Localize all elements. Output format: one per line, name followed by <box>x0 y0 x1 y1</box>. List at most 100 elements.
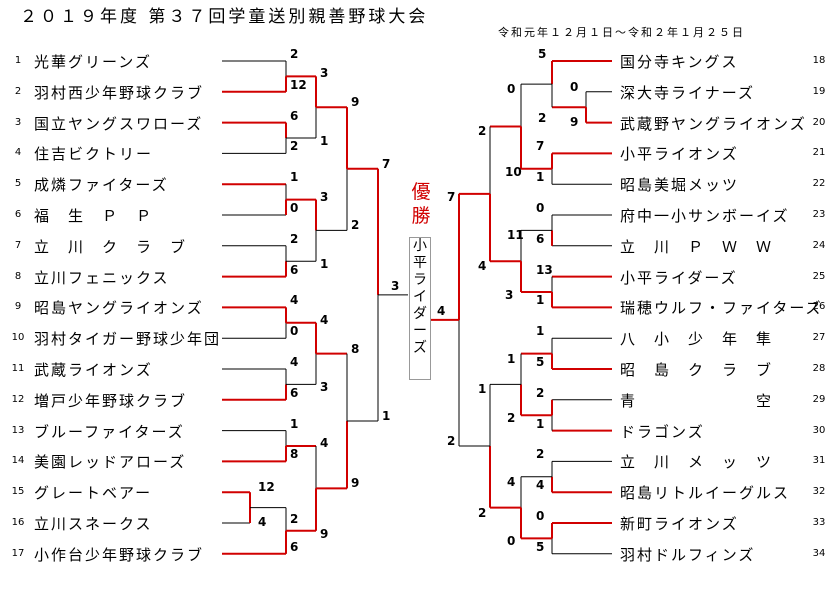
team-name-right: 瑞穂ウルフ・ファイターズ <box>620 299 823 318</box>
score: 1 <box>536 416 545 431</box>
score: 0 <box>290 201 299 215</box>
team-number: 32 <box>812 486 826 498</box>
score: 2 <box>290 511 299 526</box>
score: 0 <box>507 534 516 549</box>
team-name-left: 羽村タイガー野球少年団 <box>34 330 222 349</box>
team-name-left: 小作台少年野球クラブ <box>34 545 205 564</box>
score: 3 <box>320 380 329 395</box>
score: 12 <box>258 480 275 495</box>
team-name-right: 羽村ドルフィンズ <box>620 545 756 564</box>
team-number: 27 <box>812 332 826 344</box>
score: 1 <box>536 324 545 339</box>
team-name-right: ドラゴンズ <box>620 422 705 441</box>
team-number: 13 <box>11 424 25 436</box>
score-final-right: 4 <box>437 303 446 318</box>
score: 4 <box>478 259 487 274</box>
score: 4 <box>320 436 329 450</box>
tournament-dates: 令和元年１２月１日～令和２年１月２５日 <box>498 26 745 39</box>
team-name-left: 武蔵ライオンズ <box>34 361 153 379</box>
team-number: 34 <box>812 547 826 559</box>
champion-box: 小平ライダーズ <box>409 237 431 380</box>
score: 1 <box>290 170 299 185</box>
score: 0 <box>536 201 545 215</box>
team-number: 11 <box>11 363 25 374</box>
team-number: 19 <box>812 85 826 97</box>
score: 5 <box>538 47 547 61</box>
team-name-right: 青 空 <box>620 391 774 410</box>
team-number: 3 <box>14 116 22 128</box>
score: 9 <box>320 526 329 541</box>
team-name-right: 立 川 Ｐ Ｗ Ｗ <box>620 237 774 256</box>
team-name-right: 武蔵野ヤングライオンズ <box>620 114 807 133</box>
score: 1 <box>320 257 329 272</box>
team-name-right: 新町ライオンズ <box>620 515 739 533</box>
team-number: 30 <box>812 424 826 436</box>
team-name-left: 立川フェニックス <box>34 268 170 287</box>
score: 8 <box>290 447 299 462</box>
score: 5 <box>536 355 545 369</box>
winner-label: 優勝 <box>411 181 431 227</box>
team-name-left: ブルーファイターズ <box>34 422 185 441</box>
score: 3 <box>320 66 329 81</box>
team-name-right: 小平ライオンズ <box>620 145 739 164</box>
team-name-left: 美園レッドアローズ <box>34 453 187 472</box>
score: 7 <box>447 189 456 204</box>
score: 6 <box>290 262 299 277</box>
team-number: 18 <box>812 55 826 66</box>
team-number: 7 <box>14 239 22 251</box>
score: 4 <box>536 478 545 493</box>
team-name-left: 住吉ビクトリー <box>34 145 154 164</box>
score: 9 <box>570 114 579 129</box>
team-name-left: グレートベアー <box>34 484 153 503</box>
score: 4 <box>290 355 299 369</box>
score: 13 <box>536 262 553 277</box>
score: 1 <box>320 134 329 148</box>
team-number: 31 <box>812 455 826 467</box>
team-number: 21 <box>812 147 826 159</box>
score: 0 <box>570 79 579 94</box>
score: 1 <box>290 416 299 431</box>
score: 2 <box>447 434 456 448</box>
score: 2 <box>290 47 299 61</box>
score: 3 <box>505 288 514 302</box>
team-number: 9 <box>14 301 22 313</box>
team-name-left: 立川スネークス <box>34 515 153 533</box>
score: 1 <box>507 351 516 366</box>
team-number: 5 <box>14 178 22 190</box>
score: 6 <box>290 539 299 554</box>
team-name-left: 昭島ヤングライオンズ <box>34 299 204 318</box>
team-number: 33 <box>812 517 826 528</box>
team-number: 28 <box>812 363 826 374</box>
team-name-right: 国分寺キングス <box>620 53 739 71</box>
tournament-title: ２０１９年度 第３７回学童送別親善野球大会 <box>20 7 429 27</box>
team-name-left: 増戸少年野球クラブ <box>34 391 188 410</box>
team-number: 4 <box>14 147 22 159</box>
team-number: 20 <box>812 116 826 128</box>
score: 10 <box>505 164 522 179</box>
team-number: 25 <box>812 270 826 282</box>
team-number: 2 <box>14 85 22 97</box>
score: 2 <box>478 505 487 520</box>
team-number: 26 <box>812 301 826 313</box>
score: 2 <box>478 124 487 139</box>
score: 6 <box>536 231 545 246</box>
team-number: 14 <box>11 455 25 467</box>
team-number: 10 <box>11 332 25 344</box>
score: 0 <box>290 324 299 339</box>
score: 5 <box>536 539 545 554</box>
team-name-left: 立 川 ク ラ ブ <box>34 237 188 256</box>
score: 7 <box>382 156 391 171</box>
team-number: 29 <box>812 393 826 405</box>
score: 4 <box>507 474 516 489</box>
team-name-left: 福 生 Ｐ Ｐ <box>34 207 154 225</box>
score: 6 <box>290 108 299 123</box>
team-number: 17 <box>11 547 25 559</box>
champion-name: 小平ライダーズ <box>413 238 427 356</box>
score: 1 <box>536 170 545 185</box>
team-name-right: 昭島美堀メッツ <box>620 176 740 195</box>
score: 11 <box>507 228 524 243</box>
team-name-left: 光華グリーンズ <box>34 53 152 71</box>
score: 1 <box>382 408 391 423</box>
score: 1 <box>478 382 487 397</box>
team-number: 6 <box>14 209 22 220</box>
